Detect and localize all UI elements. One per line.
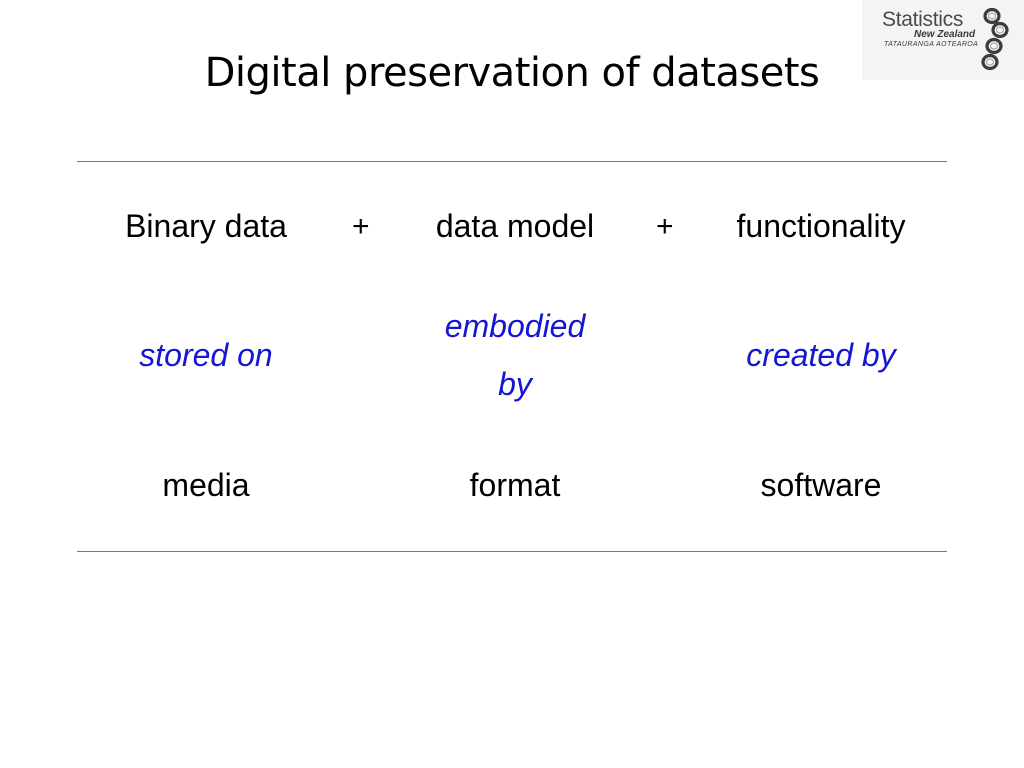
plus-sign-2: + — [656, 210, 674, 243]
functionality-label: functionality — [736, 208, 906, 244]
data-model-label: data model — [435, 208, 595, 244]
logo-country: New Zealand — [914, 29, 976, 40]
stats-nz-logo: Statistics New Zealand TATAURANGA AOTEAR… — [862, 0, 1024, 80]
embodied-by-label: by — [498, 366, 532, 402]
created-by-label: created by — [746, 337, 896, 373]
logo-brand: Statistics — [882, 8, 964, 31]
top-divider — [77, 161, 947, 162]
format-label: format — [469, 467, 561, 503]
stored-on-label: stored on — [139, 337, 273, 373]
binary-data-label: Binary data — [125, 208, 287, 244]
plus-sign-1: + — [352, 210, 370, 243]
slide-title: Digital preservation of datasets — [204, 50, 820, 96]
embodied-label: embodied — [444, 308, 586, 344]
bottom-divider — [77, 551, 947, 552]
software-label: software — [760, 467, 882, 503]
chain-links-icon — [981, 7, 1009, 71]
logo-maori-name: TATAURANGA AOTEAROA — [884, 41, 979, 48]
media-label: media — [162, 467, 250, 503]
